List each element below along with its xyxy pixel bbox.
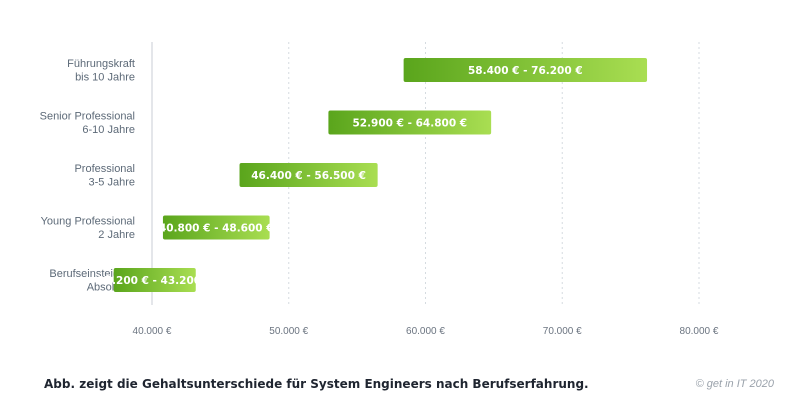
x-axis-tick-labels: 40.000 € 50.000 € 60.000 € 70.000 € 80.000 € <box>133 326 719 337</box>
range-bars: 58.400 € - 76.200 € 52.900 € - 64.800 € 46… <box>97 58 648 292</box>
range-bar <box>113 268 196 292</box>
x-tick-label: 60.000 € <box>406 326 445 337</box>
x-tick-label: 40.000 € <box>133 326 172 337</box>
range-bar <box>328 110 492 135</box>
range-bar <box>162 215 270 240</box>
x-tick-label: 70.000 € <box>543 326 582 337</box>
x-tick-label: 80.000 € <box>680 326 719 337</box>
salary-range-chart: 40.000 € 50.000 € 60.000 € 70.000 € 80.000 €… <box>40 42 719 337</box>
range-bar-label: 46.400 € - 56.500 € <box>251 170 366 182</box>
range-bar-label: 58.400 € - 76.200 € <box>468 65 583 77</box>
chart-caption: Abb. zeigt die Gehaltsunterschiede für S… <box>44 377 589 391</box>
range-bar-label: 37.200 € - 43.200 € <box>97 275 212 287</box>
range-bar <box>403 58 648 82</box>
x-tick-label: 50.000 € <box>269 326 308 337</box>
range-bar-label: 40.800 € - 48.600 € <box>159 223 274 235</box>
range-bar <box>239 163 378 187</box>
copyright-notice: © get in IT 2020 <box>695 378 774 390</box>
range-bar-label: 52.900 € - 64.800 € <box>352 118 467 130</box>
